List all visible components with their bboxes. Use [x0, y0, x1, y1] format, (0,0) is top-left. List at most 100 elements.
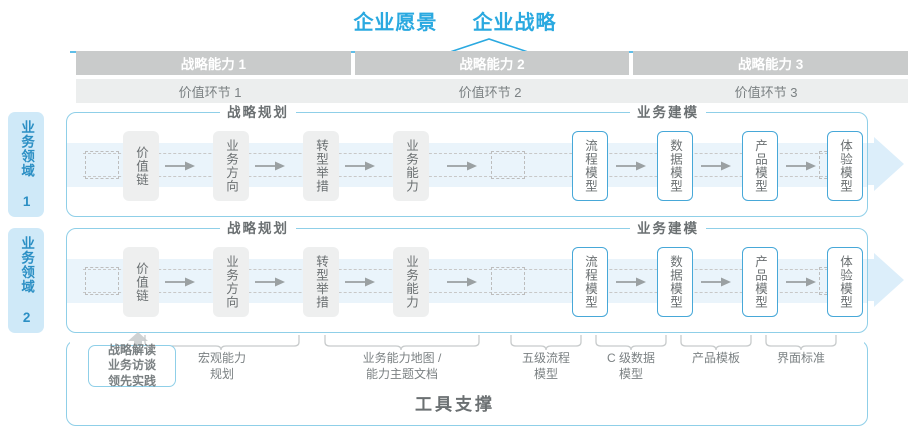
bracket-process-model	[510, 335, 582, 351]
deliverable-line-2: 模型	[618, 367, 643, 382]
deliverable-line-1: C 级数据	[606, 351, 655, 365]
value-link-row: 价值环节 1 价值环节 2 价值环节 3	[76, 79, 908, 103]
capability-cell-2: 战略能力 2	[354, 51, 630, 75]
deliverable-line-1: 产品模板	[691, 351, 740, 365]
value-link-label-1: 价值环节 1	[178, 84, 242, 100]
row-2-stub-left	[85, 267, 119, 295]
deliverable-line-2: 能力主题文档	[365, 367, 438, 382]
row-2-dashed-line	[83, 269, 853, 293]
deliverable-data-model: C 级数据 模型	[581, 350, 681, 382]
deliverable-macro-capability: 宏观能力 规划	[162, 350, 282, 382]
section-title-modeling-1: 业务建模	[630, 106, 706, 120]
node-process-model-1[interactable]: 流程模型	[572, 131, 608, 201]
sidebar-domain-2[interactable]: 业务领域 2	[8, 228, 44, 333]
deliverable-line-1: 五级流程	[521, 351, 570, 365]
arrow-icon	[255, 161, 285, 171]
node-experience-model-2[interactable]: 体验模型	[827, 247, 863, 317]
node-label: 业务能力	[404, 139, 418, 193]
title-enterprise-vision: 企业愿景	[353, 12, 438, 34]
deliverable-line-2: 规划	[209, 367, 234, 382]
row-1-dashed-line	[83, 153, 853, 177]
mask	[70, 336, 864, 344]
arrow-icon	[701, 161, 731, 171]
tool-strategy-interpretation[interactable]: 战略解读 业务访谈 领先实践	[88, 342, 176, 388]
value-link-cell-2: 价值环节 2	[356, 79, 636, 103]
deliverable-ui-standard: 界面标准	[751, 350, 851, 366]
bracket-capability-map	[324, 335, 480, 351]
capability-cell-1: 战略能力 1	[76, 51, 351, 75]
arrow-icon	[165, 161, 195, 171]
node-label: 数据模型	[668, 255, 682, 309]
node-product-model-1[interactable]: 产品模型	[742, 131, 778, 201]
deliverable-process-model: 五级流程 模型	[496, 350, 596, 382]
node-value-chain-2[interactable]: 价值链	[123, 247, 159, 317]
node-label: 业务能力	[404, 255, 418, 309]
node-experience-model-1[interactable]: 体验模型	[827, 131, 863, 201]
arrow-icon	[786, 161, 816, 171]
node-label: 价值链	[134, 261, 148, 303]
capability-header-row: 战略能力 1 战略能力 2 战略能力 3	[76, 51, 909, 75]
toolbox-line-1: 战略解读	[107, 342, 156, 357]
node-process-model-2[interactable]: 流程模型	[572, 247, 608, 317]
node-business-direction-2[interactable]: 业务方向	[213, 247, 249, 317]
value-link-cell-1: 价值环节 1	[76, 79, 356, 103]
node-business-direction-1[interactable]: 业务方向	[213, 131, 249, 201]
node-label: 转型举措	[314, 255, 328, 309]
node-data-model-1[interactable]: 数据模型	[657, 131, 693, 201]
node-label: 业务方向	[224, 255, 238, 309]
upward-arrow-icon	[128, 332, 148, 352]
node-transformation-1[interactable]: 转型举措	[303, 131, 339, 201]
arrow-icon	[701, 277, 731, 287]
deliverable-line-1: 宏观能力	[197, 351, 246, 365]
title-enterprise-strategy: 企业战略	[472, 12, 557, 34]
value-link-label-3: 价值环节 3	[734, 84, 798, 100]
arrow-icon	[447, 277, 477, 287]
node-label: 流程模型	[583, 255, 597, 309]
arrow-icon	[345, 161, 375, 171]
toolbox-line-3: 领先实践	[107, 373, 156, 388]
page-title: 企业愿景 企业战略	[0, 6, 910, 35]
node-label: 产品模型	[753, 139, 767, 193]
arrow-icon	[447, 161, 477, 171]
row-1-stub-middle	[491, 151, 525, 179]
node-business-capability-1[interactable]: 业务能力	[393, 131, 429, 201]
section-title-planning-2: 战略规划	[220, 222, 296, 236]
row-2-stub-middle	[491, 267, 525, 295]
value-link-cell-3: 价值环节 3	[636, 79, 908, 103]
node-label: 体验模型	[838, 255, 852, 309]
node-data-model-2[interactable]: 数据模型	[657, 247, 693, 317]
deliverable-line-2: 模型	[533, 367, 558, 382]
node-value-chain-1[interactable]: 价值链	[123, 131, 159, 201]
arrow-icon	[165, 277, 195, 287]
sidebar-domain-1-label: 业务领域 1	[19, 119, 35, 210]
sidebar-domain-1[interactable]: 业务领域 1	[8, 112, 44, 217]
row-1-stub-left	[85, 151, 119, 179]
arrow-icon	[616, 161, 646, 171]
node-product-model-2[interactable]: 产品模型	[742, 247, 778, 317]
deliverable-product-template: 产品模板	[666, 350, 766, 366]
toolbox-line-2: 业务访谈	[107, 358, 156, 373]
arrow-icon	[616, 277, 646, 287]
node-business-capability-2[interactable]: 业务能力	[393, 247, 429, 317]
node-label: 体验模型	[838, 139, 852, 193]
domain-row-2: 价值链 业务方向 转型举措 业务能力 流程模型 数据模型 产品模型 体验模型	[66, 228, 868, 333]
sidebar-domain-2-label: 业务领域 2	[19, 235, 35, 326]
node-label: 业务方向	[224, 139, 238, 193]
footer-tool-support: 工具支撑	[415, 395, 495, 414]
deliverable-line-1: 业务能力地图 /	[362, 351, 442, 365]
arrow-icon	[786, 277, 816, 287]
value-link-label-2: 价值环节 2	[458, 84, 522, 100]
deliverable-capability-map: 业务能力地图 / 能力主题文档	[342, 350, 462, 382]
node-transformation-2[interactable]: 转型举措	[303, 247, 339, 317]
arrow-icon	[255, 277, 285, 287]
capability-cell-3: 战略能力 3	[633, 51, 909, 75]
arrow-icon	[345, 277, 375, 287]
section-title-modeling-2: 业务建模	[630, 222, 706, 236]
node-label: 流程模型	[583, 139, 597, 193]
node-label: 转型举措	[314, 139, 328, 193]
deliverable-line-1: 界面标准	[776, 351, 825, 365]
domain-row-1: 价值链 业务方向 转型举措 业务能力 流程模型 数据模型 产品模型 体验模型	[66, 112, 868, 217]
node-label: 价值链	[134, 145, 148, 187]
section-title-planning-1: 战略规划	[220, 106, 296, 120]
